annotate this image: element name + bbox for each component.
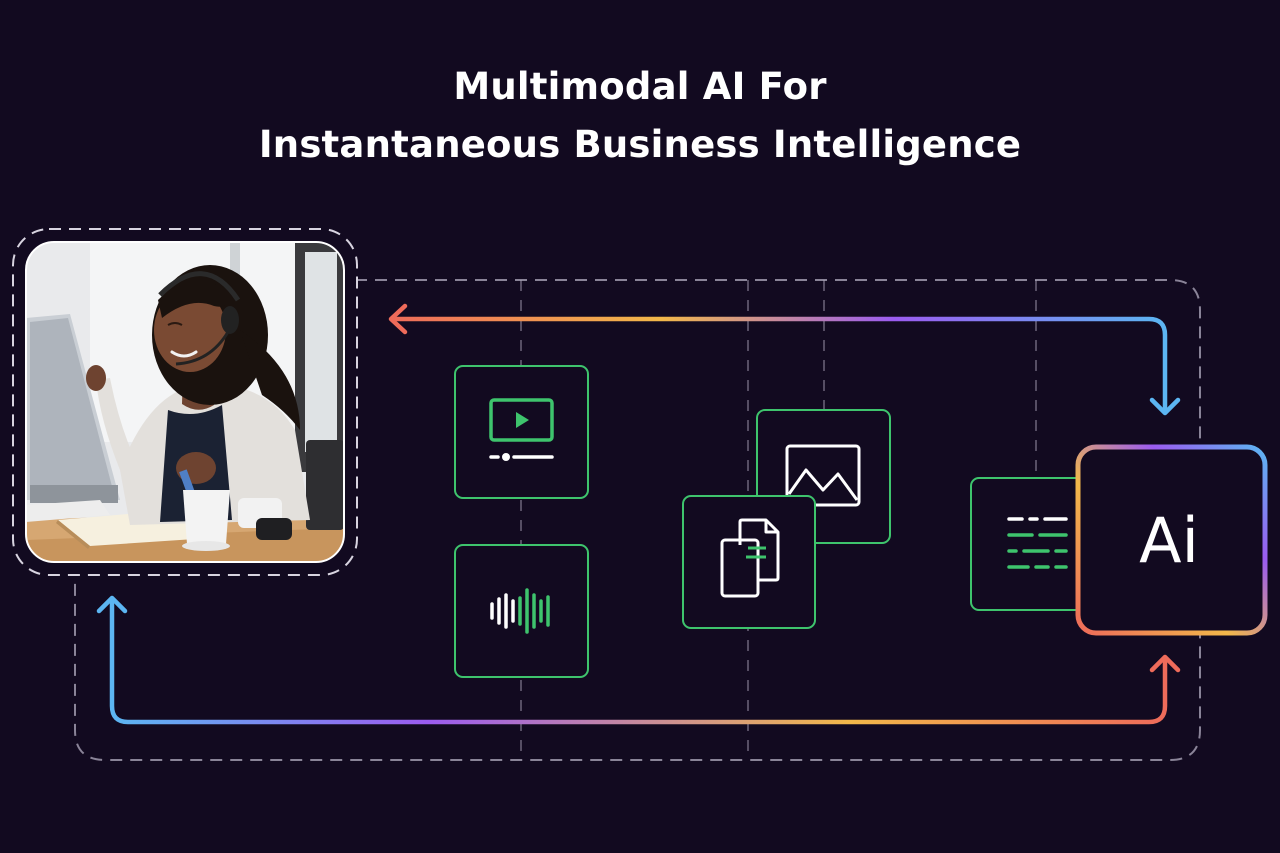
text-card (970, 477, 1105, 611)
ai-label: Ai (1139, 504, 1199, 577)
photo-border (25, 241, 345, 563)
image-mountain-icon (785, 444, 861, 507)
document-card (682, 495, 816, 629)
audio-card (454, 544, 589, 678)
audio-waveform-icon (490, 588, 550, 634)
video-play-icon (489, 398, 554, 461)
top-flow-arrow (388, 303, 1181, 416)
agent-photo (26, 242, 344, 562)
video-card (454, 365, 589, 499)
text-lines-icon (1007, 517, 1068, 569)
title-line-1: Multimodal AI For (453, 65, 827, 108)
page-title: Multimodal AI For Instantaneous Business… (0, 58, 1280, 174)
documents-copy-icon (720, 518, 780, 598)
bottom-flow-arrow (96, 595, 1181, 725)
flow-frame-dashed (74, 279, 1201, 761)
ai-box: Ai (1075, 444, 1268, 636)
title-line-2: Instantaneous Business Intelligence (258, 123, 1022, 166)
